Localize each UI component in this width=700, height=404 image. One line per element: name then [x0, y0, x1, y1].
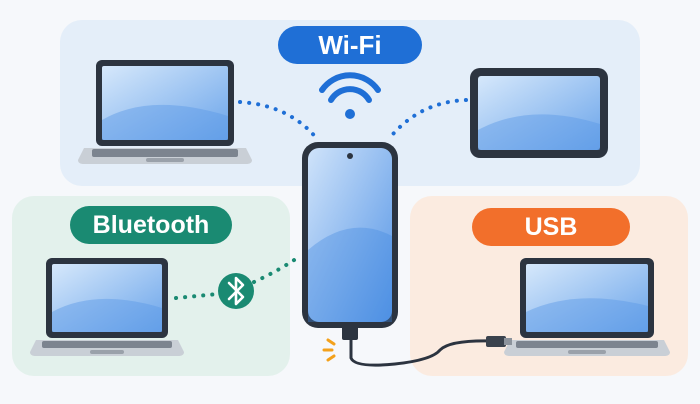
tablet-wifi	[470, 68, 608, 158]
bluetooth-icon	[218, 273, 254, 309]
bluetooth-link-right	[252, 254, 302, 284]
laptop-wifi	[78, 60, 252, 164]
bluetooth-label: Bluetooth	[70, 206, 232, 244]
usb-cable	[349, 339, 493, 367]
wifi-link-left	[238, 100, 320, 142]
usb-label: USB	[472, 208, 630, 246]
laptop-usb	[504, 258, 670, 356]
wifi-icon	[319, 72, 381, 119]
spark-icon	[322, 338, 336, 362]
usb-plug-icon	[486, 336, 506, 347]
smartphone	[302, 142, 398, 340]
bluetooth-link-left	[174, 292, 220, 300]
laptop-bluetooth	[30, 258, 184, 356]
wifi-link-right	[386, 98, 468, 142]
wifi-label: Wi-Fi	[278, 26, 422, 64]
